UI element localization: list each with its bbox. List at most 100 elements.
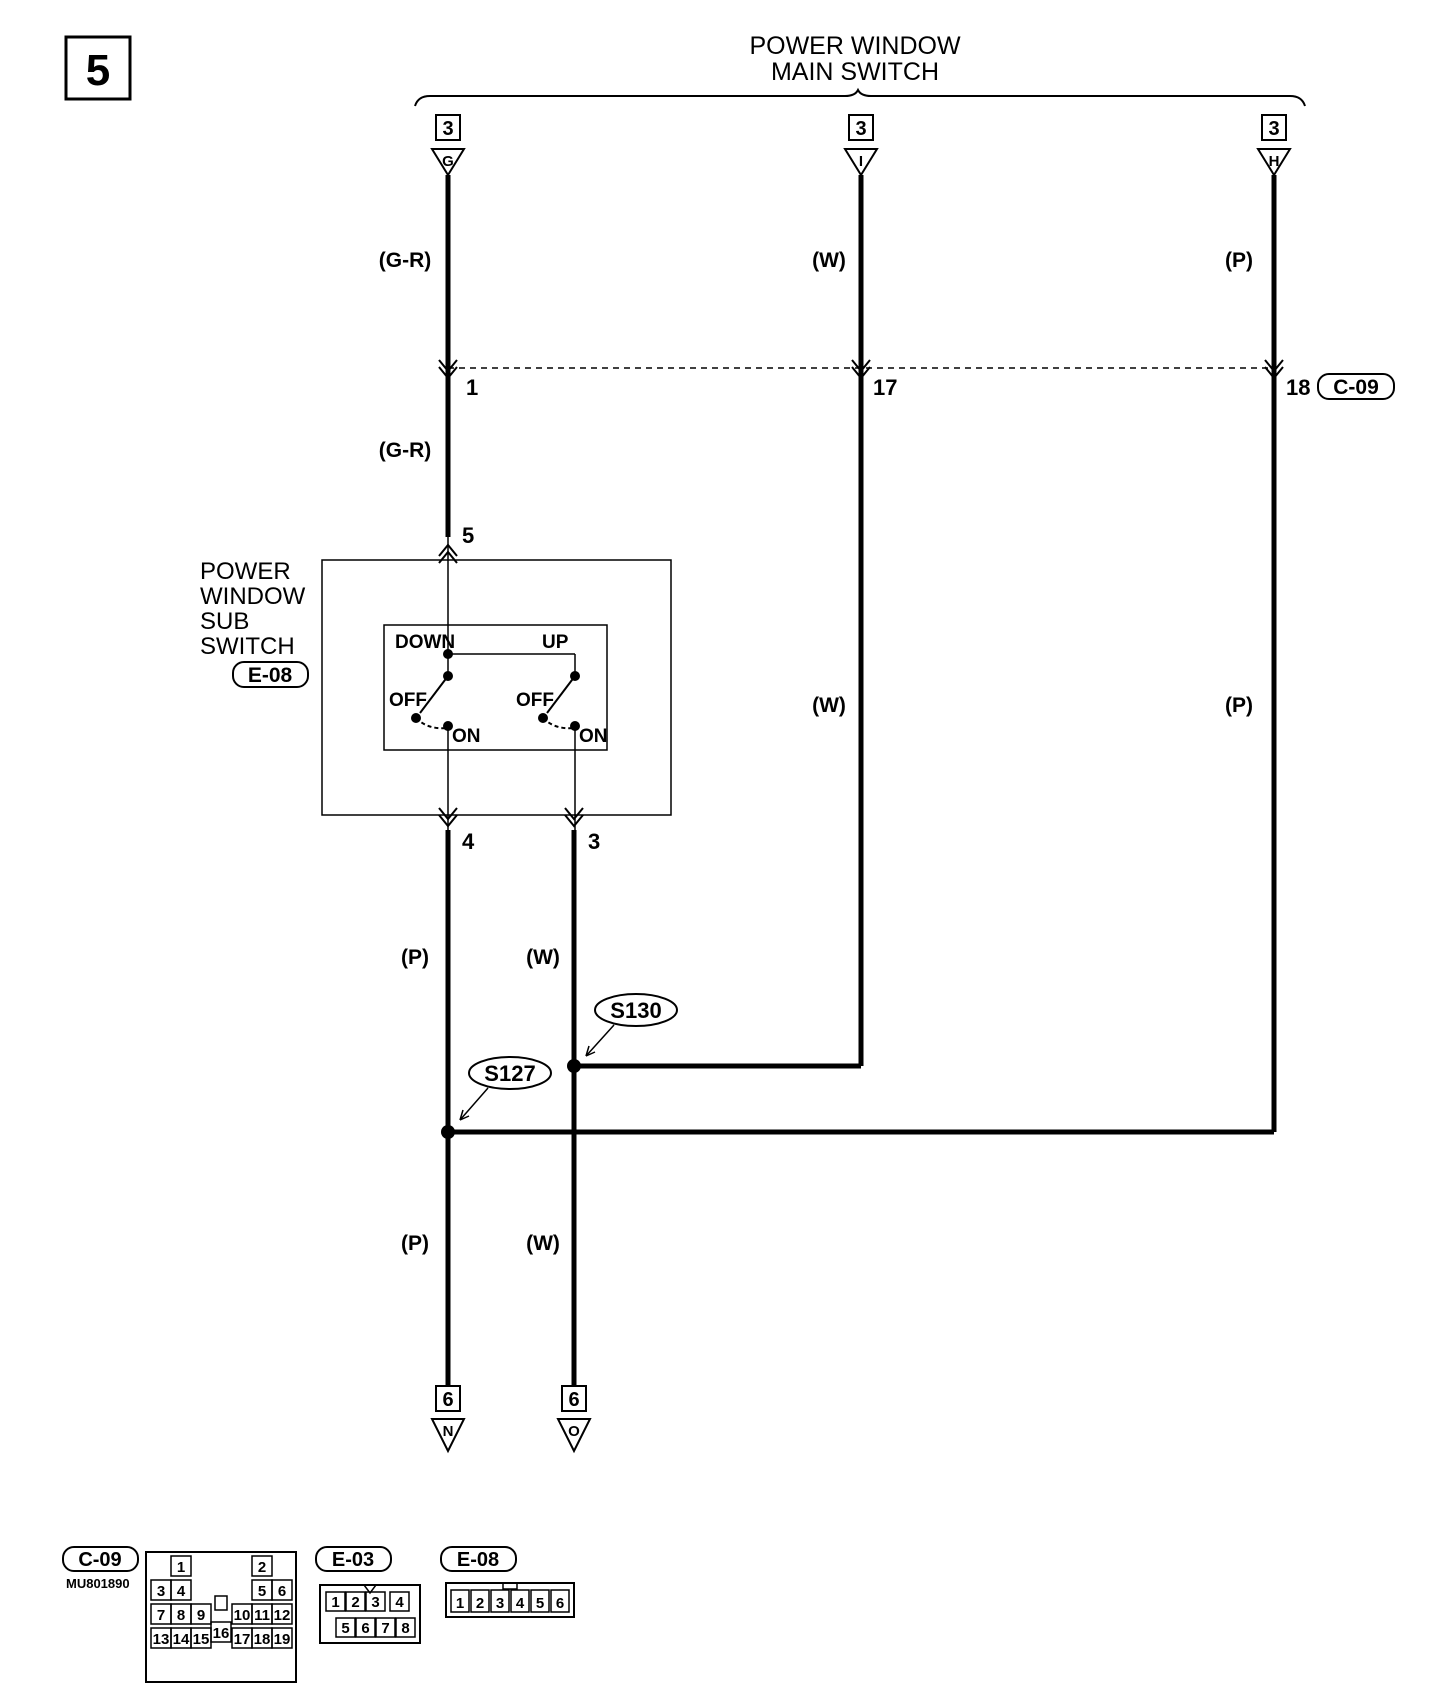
e03-pin-number: 1 (331, 1594, 339, 1611)
e08-pin-cell (510, 1589, 530, 1613)
c09-pin-cell (251, 1555, 273, 1577)
bottom-connector-o-page: 6 (568, 1389, 579, 1411)
e03-pin-number: 4 (395, 1594, 404, 1611)
c09-connector-tag[interactable]: C-09 (1317, 373, 1395, 400)
e08-pin-number: 5 (536, 1595, 544, 1612)
e08-pin-cell (530, 1589, 550, 1613)
wire-color-p-top: (P) (1225, 249, 1253, 272)
c09-pin-marks (438, 359, 1284, 380)
switch-down-contact (411, 649, 453, 731)
c09-connector-tag-text: C-09 (1333, 376, 1379, 399)
sub-switch-title-1: POWER (200, 558, 291, 585)
wire-color-w-top: (W) (812, 249, 846, 272)
c09-pin-number: 9 (197, 1607, 205, 1624)
top-connector-g[interactable]: 3 G (430, 114, 466, 177)
e08-connector-tag[interactable]: E-08 (232, 661, 309, 688)
c09-pin-17: 17 (873, 375, 897, 400)
e08-pin-number: 1 (456, 1595, 464, 1612)
e08-view-label: E-08 (457, 1549, 499, 1571)
c09-pin-number: 3 (157, 1583, 165, 1600)
e03-pin-number: 5 (341, 1620, 349, 1637)
sub-switch-title-2: WINDOW (200, 583, 306, 610)
switch-on-label-right: ON (579, 726, 608, 747)
wire-color-p-low: (P) (401, 946, 429, 969)
e08-pin-number: 2 (476, 1595, 484, 1612)
sub-switch-internal-wires (447, 537, 576, 830)
switch-off-label-right: OFF (516, 690, 554, 711)
bottom-connector-n[interactable]: 6 N (430, 1385, 466, 1454)
top-connector-h-page: 3 (1268, 118, 1279, 140)
top-connector-g-letter: G (442, 153, 454, 170)
sub-switch-title-4: SWITCH (200, 633, 295, 660)
c09-view-label: C-09 (78, 1549, 121, 1571)
wire-color-gr-top: (G-R) (379, 249, 431, 272)
e08-pin-5: 5 (462, 523, 474, 548)
c09-view-part-number: MU801890 (66, 1576, 130, 1591)
c09-pin-number: 7 (157, 1607, 165, 1624)
e03-pin-number: 2 (351, 1594, 359, 1611)
top-connector-i-page: 3 (855, 118, 866, 140)
e08-pin-number: 3 (496, 1595, 504, 1612)
c09-pin-number: 13 (153, 1631, 170, 1648)
main-switch-title-1: POWER WINDOW (749, 32, 960, 60)
c09-pin-cell (271, 1627, 293, 1649)
sub-switch-title-3: SUB (200, 608, 249, 635)
splice-s130-label: S130 (610, 998, 661, 1023)
switch-up-contact (538, 671, 580, 731)
e03-pin-cell (345, 1591, 366, 1612)
c09-pin-number: 6 (278, 1583, 286, 1600)
top-connector-h[interactable]: 3 H (1256, 114, 1292, 177)
e08-pin-cell (490, 1589, 510, 1613)
main-switch-title-2: MAIN SWITCH (771, 58, 939, 86)
e03-pin-number: 8 (401, 1620, 409, 1637)
page-number: 5 (64, 35, 132, 101)
c09-pin-cell (210, 1621, 232, 1643)
e03-pin-cell (335, 1617, 356, 1638)
c09-pin-number: 10 (234, 1607, 251, 1624)
c09-pin-cell (271, 1603, 293, 1625)
switch-down-label: DOWN (395, 632, 455, 653)
splice-s127[interactable]: S127 (441, 1056, 552, 1139)
e03-pin-number: 7 (381, 1620, 389, 1637)
top-connector-i-letter: I (859, 153, 863, 170)
c09-pin-number: 15 (193, 1631, 210, 1648)
c09-key (214, 1595, 228, 1611)
bottom-connector-n-page: 6 (442, 1389, 453, 1411)
top-connector-i[interactable]: 3 I (843, 114, 879, 177)
e03-pin-cell (355, 1617, 376, 1638)
e03-pin-cell (395, 1617, 416, 1638)
c09-pin-1: 1 (466, 375, 478, 400)
top-connector-h-letter: H (1269, 153, 1280, 170)
c09-pin-18: 18 (1286, 375, 1310, 400)
wire-color-w-bottom: (W) (526, 1232, 560, 1255)
c09-pin-number: 2 (258, 1559, 266, 1576)
splice-s130[interactable]: S130 (567, 993, 678, 1073)
c09-pin-number: 8 (177, 1607, 185, 1624)
bottom-connector-o-letter: O (568, 1423, 580, 1440)
bottom-connector-o[interactable]: 6 O (556, 1385, 592, 1454)
e08-pin-3: 3 (588, 829, 600, 854)
e08-pin-cell (550, 1589, 570, 1613)
e08-pin-cell (450, 1589, 470, 1613)
c09-pin-cell (190, 1603, 212, 1625)
wire-color-w-mid: (W) (812, 694, 846, 717)
e08-connector-tag-text: E-08 (248, 664, 293, 687)
main-switch-brace (414, 87, 1306, 107)
e08-pin-number: 6 (556, 1595, 564, 1612)
c09-pin-number: 12 (274, 1607, 291, 1624)
wire-color-p-mid: (P) (1225, 694, 1253, 717)
switch-up-label: UP (542, 632, 569, 653)
c09-pin-number: 19 (274, 1631, 291, 1648)
switch-off-label-left: OFF (389, 690, 427, 711)
c09-pin-number: 18 (254, 1631, 271, 1648)
sub-switch-box[interactable] (321, 559, 672, 816)
wire-color-gr-mid: (G-R) (379, 439, 431, 462)
c09-pin-number: 1 (177, 1559, 185, 1576)
